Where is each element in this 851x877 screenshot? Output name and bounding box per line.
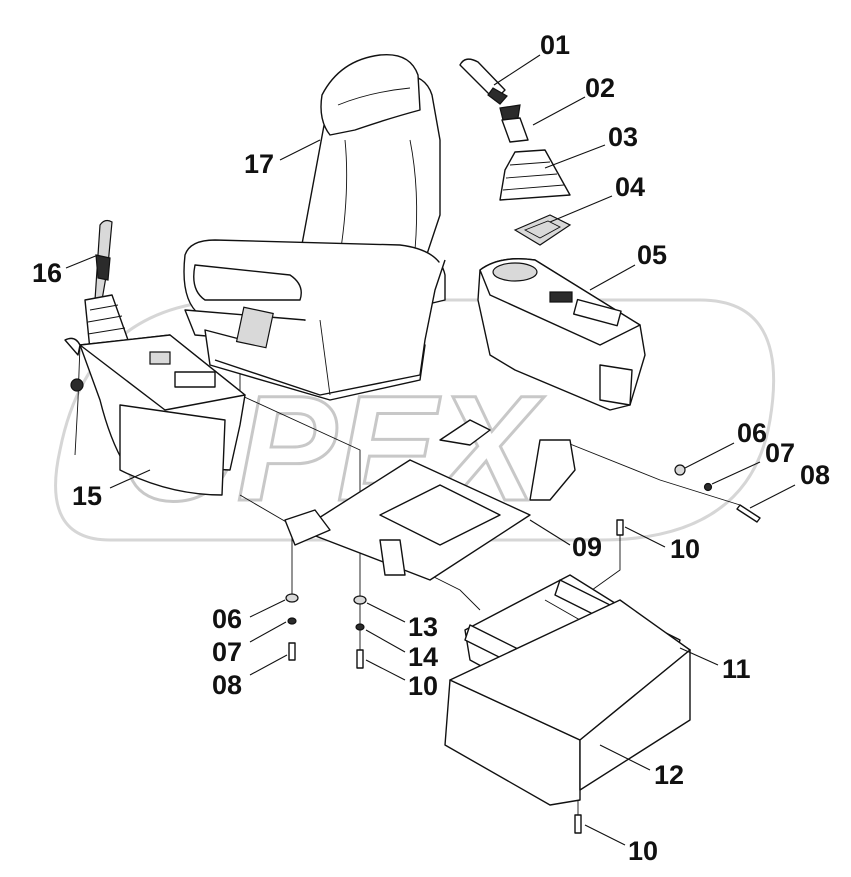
callout-12: 12 [654, 760, 684, 790]
callout-17: 17 [244, 149, 274, 179]
left-joystick [84, 219, 129, 351]
seat-assembly [183, 53, 446, 401]
callout-16: 16 [32, 258, 62, 288]
boot-adapter [499, 104, 529, 143]
callout-11: 11 [722, 654, 751, 684]
console-plate [513, 214, 572, 246]
mount-box [444, 599, 691, 806]
fasteners [285, 464, 761, 834]
base-plate [284, 419, 576, 581]
callout-02: 02 [585, 73, 615, 103]
callout-14: 14 [408, 642, 438, 672]
callout-05: 05 [637, 240, 667, 270]
gear-knob [459, 58, 508, 105]
callout-06-left: 06 [212, 604, 242, 634]
callout-08-left: 08 [212, 670, 242, 700]
callout-03: 03 [608, 122, 638, 152]
callout-15: 15 [72, 481, 102, 511]
callout-labels: 01 02 03 04 05 06 07 08 09 10 11 12 06 1… [32, 30, 830, 866]
callout-10-bolt: 10 [408, 671, 438, 701]
callout-09: 09 [572, 532, 602, 562]
callout-10-bottom: 10 [628, 836, 658, 866]
left-console [64, 334, 246, 496]
callout-13: 13 [408, 612, 438, 642]
callout-10-plate: 10 [670, 534, 700, 564]
callout-04: 04 [615, 172, 645, 202]
callout-07-left: 07 [212, 637, 242, 667]
leader-lines [65, 54, 796, 846]
callout-06-right: 06 [737, 418, 767, 448]
right-console [477, 258, 646, 411]
callout-01: 01 [540, 30, 570, 60]
callout-07-right: 07 [765, 438, 795, 468]
gear-boot [499, 149, 571, 201]
callout-08-right: 08 [800, 460, 830, 490]
